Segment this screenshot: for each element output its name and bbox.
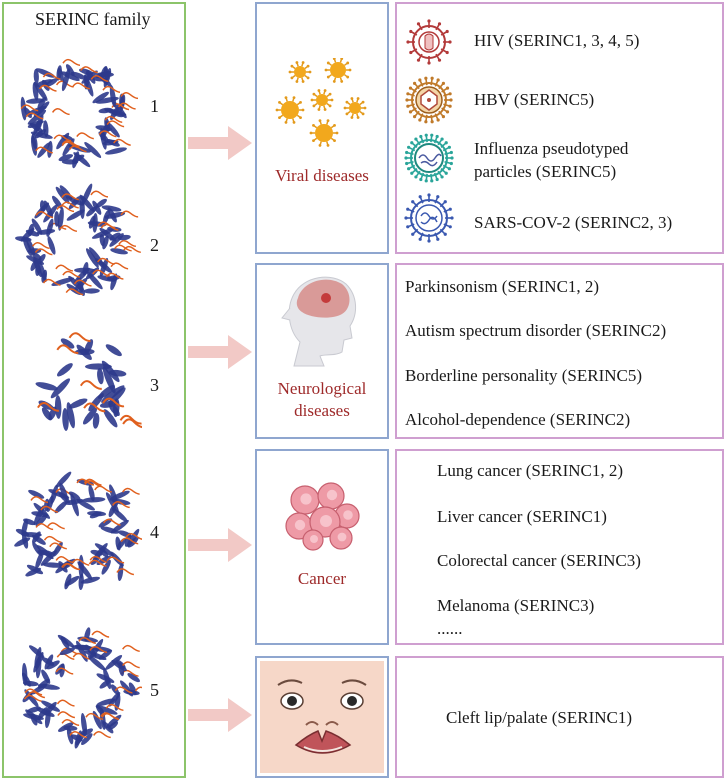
tumor-cells-icon	[283, 480, 363, 552]
neuro-item-borderline: Borderline personality (SERINC5)	[405, 366, 643, 385]
cancer-details-box	[395, 449, 724, 645]
influenza-particle-icon	[403, 132, 455, 184]
neuro-item-autism: Autism spectrum disorder (SERINC2)	[405, 321, 667, 340]
hbv-virus-icon	[403, 74, 455, 126]
serinc5-structure-image	[12, 625, 142, 750]
member-label-3: 3	[150, 375, 159, 395]
viral-item-hbv: HBV (SERINC5)	[474, 90, 595, 109]
serinc4-structure-image	[12, 470, 142, 595]
arrow-to-cancer	[188, 528, 254, 562]
head-brain-icon	[280, 268, 370, 368]
serinc3-structure-image	[22, 325, 142, 440]
neurological-label-line2: diseases	[294, 401, 350, 420]
cancer-item-ellipsis: ......	[437, 619, 463, 638]
cancer-item-liver: Liver cancer (SERINC1)	[437, 507, 607, 526]
viral-item-hiv: HIV (SERINC1, 3, 4, 5)	[474, 31, 640, 50]
viral-diseases-label: Viral diseases	[275, 166, 369, 185]
baby-face-icon	[260, 661, 384, 773]
member-label-1: 1	[150, 96, 159, 116]
cancer-item-melanoma: Melanoma (SERINC3)	[437, 596, 595, 615]
neuro-item-alcohol: Alcohol-dependence (SERINC2)	[405, 410, 631, 429]
cleft-details-box	[395, 656, 724, 778]
virus-cluster-icon	[272, 58, 372, 148]
member-label-2: 2	[150, 235, 159, 255]
viral-item-influenza-line2: particles (SERINC5)	[474, 162, 617, 181]
cleft-item: Cleft lip/palate (SERINC1)	[446, 708, 633, 727]
member-label-5: 5	[150, 680, 159, 700]
hiv-virus-icon	[403, 16, 455, 68]
viral-item-influenza-line1: Influenza pseudotyped	[474, 139, 629, 158]
arrow-to-cleft	[188, 698, 254, 732]
arrow-to-neuro	[188, 335, 254, 369]
cancer-label: Cancer	[297, 569, 347, 588]
cancer-item-colorectal: Colorectal cancer (SERINC3)	[437, 551, 641, 570]
neurological-label-line1: Neurological	[277, 379, 367, 398]
arrow-to-viral	[188, 126, 254, 160]
viral-details-box	[395, 2, 724, 254]
family-title: SERINC family	[35, 9, 151, 29]
neuro-item-parkinsonism: Parkinsonism (SERINC1, 2)	[405, 277, 600, 296]
member-label-4: 4	[150, 522, 159, 542]
serinc1-structure-image	[12, 52, 142, 172]
cancer-item-lung: Lung cancer (SERINC1, 2)	[437, 461, 624, 480]
neurological-details-box	[395, 263, 724, 439]
serinc2-structure-image	[12, 182, 142, 302]
cancer-box	[255, 449, 389, 645]
sars-cov-2-icon	[403, 192, 455, 244]
viral-item-sars-cov-2: SARS-COV-2 (SERINC2, 3)	[474, 213, 673, 232]
